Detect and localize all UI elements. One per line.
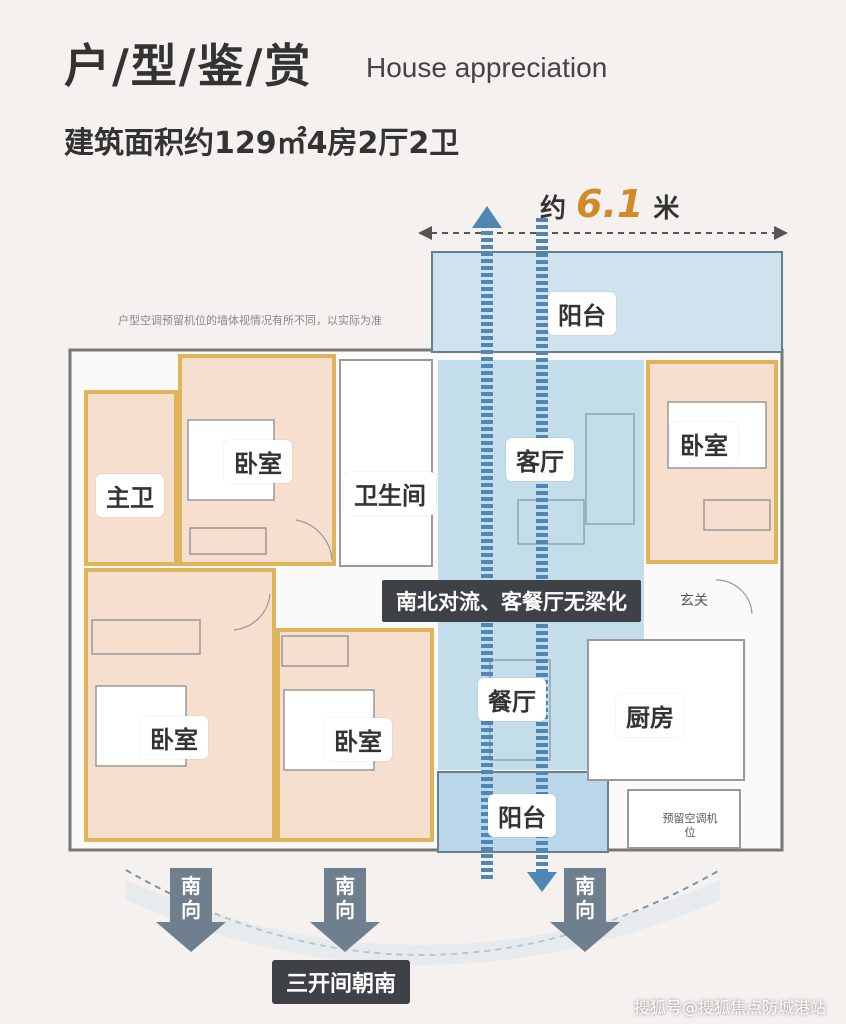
page-title-en: House appreciation: [366, 52, 608, 83]
south-badge-2: 南向: [335, 874, 355, 922]
label-bedroom-2: 卧室: [670, 422, 738, 465]
dimension-unit: 米: [653, 194, 680, 224]
page-title: 户/型/鉴/赏: [64, 39, 313, 93]
ventilation-tag: 南北对流、客餐厅无梁化: [382, 580, 641, 622]
label-dining-room: 餐厅: [478, 678, 546, 721]
south-badge-3: 南向: [575, 874, 595, 922]
label-bathroom: 卫生间: [344, 472, 436, 515]
bathroom-area: [339, 359, 433, 567]
width-dimension: 约 6.1 米: [540, 182, 679, 226]
ac-reserve-area: [627, 789, 741, 849]
south-arrow-3: [550, 868, 620, 952]
ventilation-arrows: [472, 206, 557, 892]
south-arc: [125, 869, 721, 956]
south-arrow-2: [310, 868, 380, 952]
dimension-prefix: 约: [540, 194, 567, 224]
label-master-bath: 主卫: [96, 474, 164, 517]
three-bay-south-tag: 三开间朝南: [272, 960, 411, 1004]
label-balcony-north: 阳台: [548, 292, 616, 335]
label-kitchen: 厨房: [616, 694, 684, 737]
page-subtitle: 建筑面积约129㎡4房2厅2卫: [64, 126, 460, 161]
label-ac-reserve: 预留空调机位: [662, 812, 718, 839]
dimension-value: 6.1: [576, 182, 644, 226]
label-bedroom-3: 卧室: [140, 716, 208, 759]
label-bedroom-4: 卧室: [324, 718, 392, 761]
label-entrance: 玄关: [680, 593, 708, 609]
south-badge-1: 南向: [181, 874, 201, 922]
width-dimension-arrow: [418, 226, 788, 240]
ac-wall-note: 户型空调预留机位的墙体视情况有所不同，以实际为准: [118, 314, 382, 327]
watermark: 搜狐号@搜狐焦点防城港站: [634, 998, 827, 1017]
label-bedroom-1: 卧室: [224, 440, 292, 483]
label-balcony-south: 阳台: [488, 794, 556, 837]
label-living-room: 客厅: [506, 438, 574, 481]
south-arrow-1: [156, 868, 226, 952]
